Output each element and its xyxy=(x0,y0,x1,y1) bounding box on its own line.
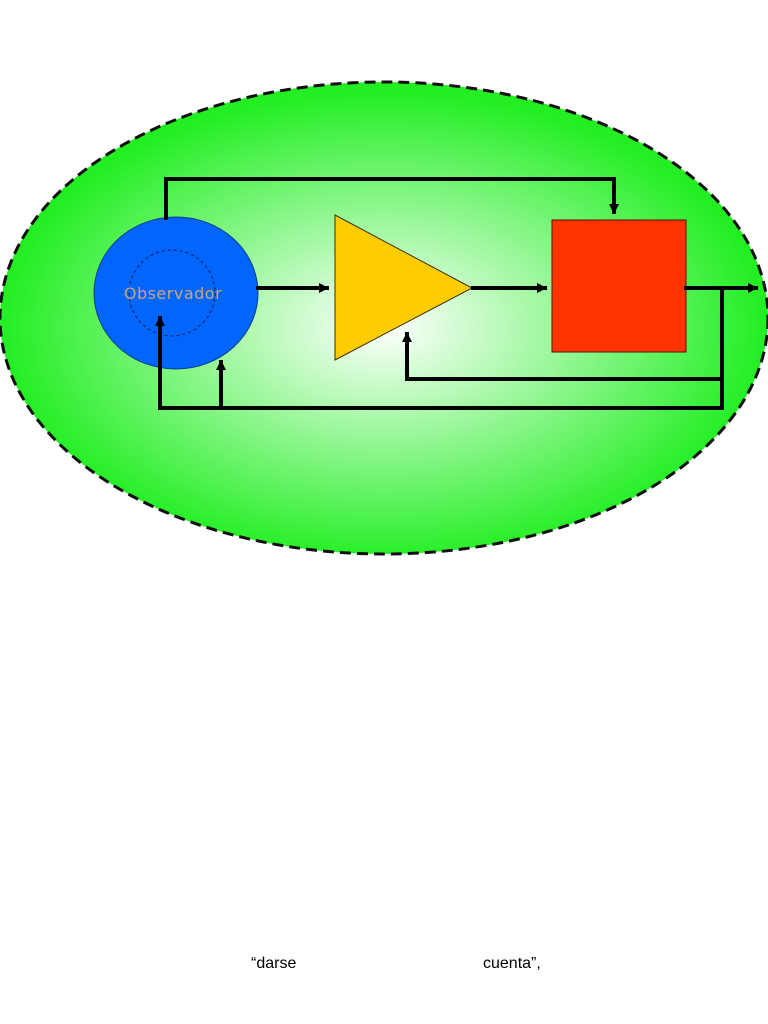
observer-node xyxy=(93,216,259,370)
observer-inner-dashed-circle xyxy=(128,249,216,337)
feedforward-path-top xyxy=(164,177,619,220)
signal-wires xyxy=(155,177,758,410)
feedback-diagram: Observador xyxy=(0,80,768,556)
feedback-path-to-observer xyxy=(155,316,724,410)
observer-label: Observador xyxy=(124,284,222,303)
caption-word-cuenta: cuenta”, xyxy=(483,955,541,972)
caption-word-darse: “darse xyxy=(251,955,297,972)
process-block xyxy=(551,219,687,353)
amplifier-triangle xyxy=(334,214,474,361)
feedback-path-to-amplifier xyxy=(402,332,724,381)
